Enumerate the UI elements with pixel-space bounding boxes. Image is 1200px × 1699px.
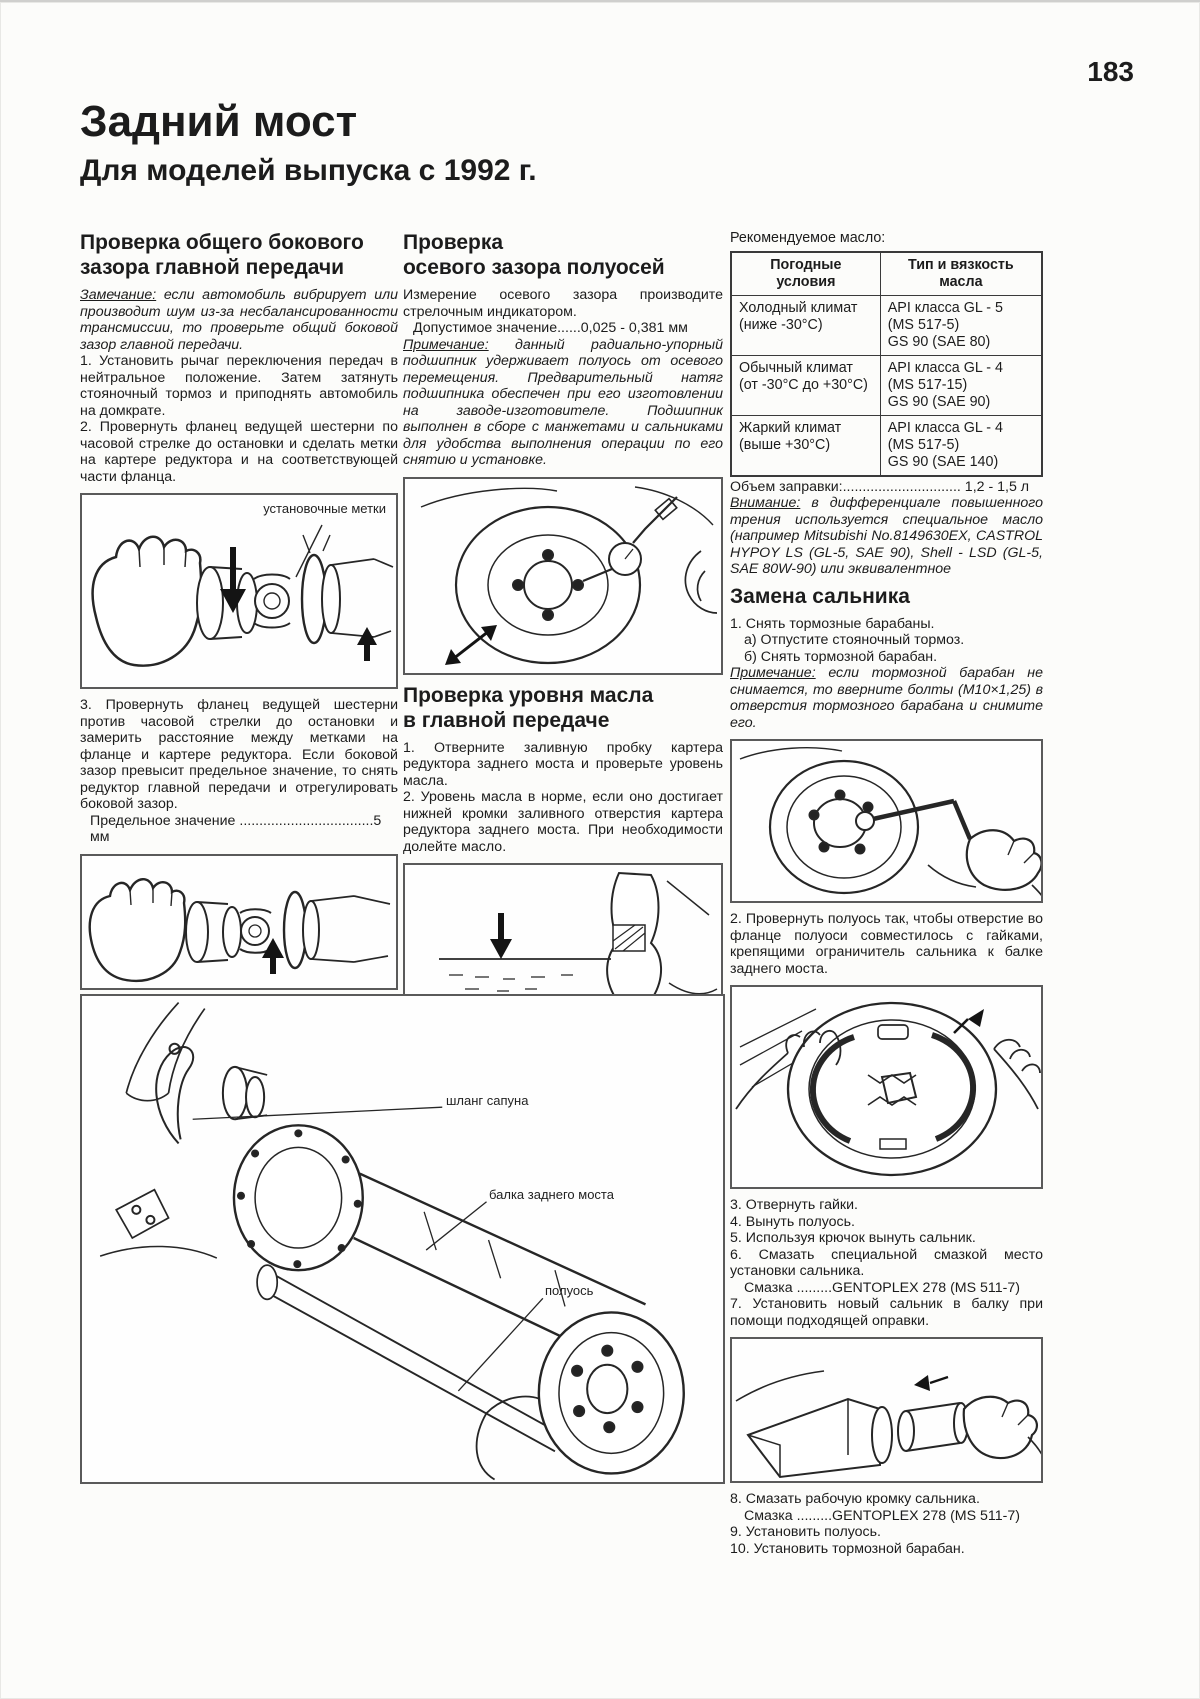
attention-text: в дифференциале повышенного трения испол… (730, 495, 1043, 577)
flange-counterclockwise-drawing (88, 877, 391, 982)
note-text: если тормозной барабан не снимается, то … (730, 665, 1043, 731)
oil-table-row-cold: Холодный климат (ниже -30°С) API класса … (730, 294, 1043, 356)
page-subtitle: Для моделей выпуска с 1992 г. (80, 154, 537, 187)
figure-seal-install (730, 1337, 1043, 1483)
seal-step-1: 1. Снять тормозные барабаны. (730, 615, 935, 632)
allowed-value-line: Допустимое значение......0,025 - 0,381 м… (413, 320, 688, 336)
heading-side-play-check: Проверка общего бокового зазора главной … (80, 231, 364, 279)
oil-table-header-type: Тип и вязкость масла (879, 251, 1043, 296)
oil-level-drawing (439, 871, 718, 998)
cell-normal-climate: Обычный климат (от -30°С до +30°С) (730, 354, 881, 416)
column-side-play-check: Проверка общего бокового зазора главной … (80, 230, 398, 998)
cell-cold-oil: API класса GL - 5 (MS 517-5) GS 90 (SAE … (879, 294, 1043, 356)
dial-indicator-drawing (420, 485, 718, 665)
grease-line-2: Смазка .........GENTOPLEX 278 (MS 511-7) (744, 1507, 1020, 1524)
oil-table-row-hot: Жаркий климат (выше +30°С) API класса GL… (730, 414, 1043, 476)
drum-wrench-drawing (739, 747, 1041, 896)
note-label: Замечание: (80, 287, 157, 303)
seal-step-1a: а) Отпустите стояночный тормоз. (744, 632, 965, 648)
figure-brake-drum-bolts (730, 739, 1043, 903)
rear-axle-assembly-drawing (99, 1001, 685, 1481)
figure-axial-play-check (403, 476, 723, 675)
note-side-play: Замечание: если автомобиль вибрирует или… (80, 287, 398, 353)
seal-step-3: 3. Отвернуть гайки. (730, 1197, 858, 1213)
column-oil-and-seal: Рекомендуемое масло: Погодные условия Ти… (730, 230, 1043, 1557)
figure-brake-assembly (730, 985, 1043, 1189)
seal-step-1b: б) Снять тормозной барабан. (744, 648, 938, 665)
seal-step-5: 5. Используя крючок вынуть сальник. (730, 1230, 976, 1246)
attention-note: Внимание: в дифференциале повышенного тр… (730, 495, 1043, 578)
cell-cold-climate: Холодный климат (ниже -30°С) (730, 294, 881, 356)
grease-line-1: Смазка .........GENTOPLEX 278 (MS 511-7) (744, 1279, 1020, 1296)
flange-clockwise-drawing (91, 524, 394, 667)
step-oil-level: 2. Уровень масла в норме, если оно дости… (403, 789, 723, 855)
seal-step-10: 10. Установить тормозной барабан. (730, 1540, 965, 1557)
seal-step-7: 7. Установить новый сальник в балку при … (730, 1296, 1043, 1329)
attention-label: Внимание: (730, 495, 801, 511)
title-block: Задний мост Для моделей выпуска с 1992 г… (80, 98, 840, 188)
oil-table-row-normal: Обычный климат (от -30°С до +30°С) API к… (730, 354, 1043, 416)
seal-step-4: 4. Вынуть полуось. (730, 1213, 855, 1230)
oil-table-header-conditions: Погодные условия (730, 251, 881, 296)
seal-install-drawing (735, 1370, 1041, 1479)
label-halfshaft: полуось (545, 1283, 594, 1298)
note-label: Примечание: (730, 665, 816, 681)
cell-hot-oil: API класса GL - 4 (MS 517-5) GS 90 (SAE … (879, 414, 1043, 476)
seal-step-6: 6. Смазать специальной смазкой место уст… (730, 1246, 1043, 1280)
label-breather-hose: шланг сапуна (446, 1093, 529, 1108)
axial-play-intro: Измерение осевого зазора производите стр… (403, 287, 723, 320)
page-title: Задний мост (80, 97, 358, 146)
figure-oil-level (403, 863, 723, 1007)
note-label: Примечание: (403, 336, 489, 353)
figure-flange-counterclockwise (80, 853, 398, 990)
fill-volume-line: Объем заправки:.........................… (730, 478, 1030, 495)
note-drum-removal: Примечание: если тормозной барабан не сн… (730, 665, 1043, 731)
cell-normal-oil: API класса GL - 4 (MS 517-15) GS 90 (SAE… (879, 354, 1043, 416)
oil-table: Погодные условия Тип и вязкость масла Хо… (730, 250, 1043, 477)
heading-oil-level-check: Проверка уровня масла в главной передаче (403, 683, 654, 732)
label-rear-axle-beam: балка заднего моста (489, 1187, 614, 1202)
heading-seal-replacement: Замена сальника (730, 584, 910, 608)
note-bearing: Примечание: данный радиально-упорный под… (403, 337, 723, 469)
step-turn-flange-cw: 2. Провернуть фланец ведущей шестерни по… (80, 419, 398, 485)
limit-value-line: Предельное значение ....................… (90, 812, 382, 846)
page-number: 183 (1087, 56, 1134, 87)
column-axial-play-check: Проверка осевого зазора полуосей Измерен… (403, 230, 723, 1015)
brake-assembly-drawing (735, 1001, 1041, 1177)
step-oil-plug: 1. Отверните заливную пробку картера ред… (403, 739, 723, 789)
figure-caption-alignment-marks: установочные метки (263, 501, 386, 516)
step-turn-flange-ccw: 3. Провернуть фланец ведущей шестерни пр… (80, 697, 398, 812)
heading-axial-play-check: Проверка осевого зазора полуосей (403, 231, 665, 279)
seal-step-9: 9. Установить полуось. (730, 1524, 881, 1540)
note-text: данный радиально-упорный подшипник удерж… (403, 336, 723, 469)
recommended-oil-title: Рекомендуемое масло: (730, 230, 886, 246)
seal-step-2: 2. Провернуть полуось так, чтобы отверст… (730, 911, 1043, 977)
figure-flange-clockwise: установочные метки (80, 493, 398, 689)
seal-step-8: 8. Смазать рабочую кромку сальника. (730, 1491, 980, 1507)
step-neutral-gear: 1. Установить рычаг переключения передач… (80, 353, 398, 419)
figure-rear-axle-assembly: шланг сапуна балка заднего моста полуось (80, 994, 725, 1484)
oil-table-header-row: Погодные условия Тип и вязкость масла (730, 251, 1043, 296)
note-text: если автомобиль вибрирует или производит… (80, 287, 398, 353)
cell-hot-climate: Жаркий климат (выше +30°С) (730, 414, 881, 476)
